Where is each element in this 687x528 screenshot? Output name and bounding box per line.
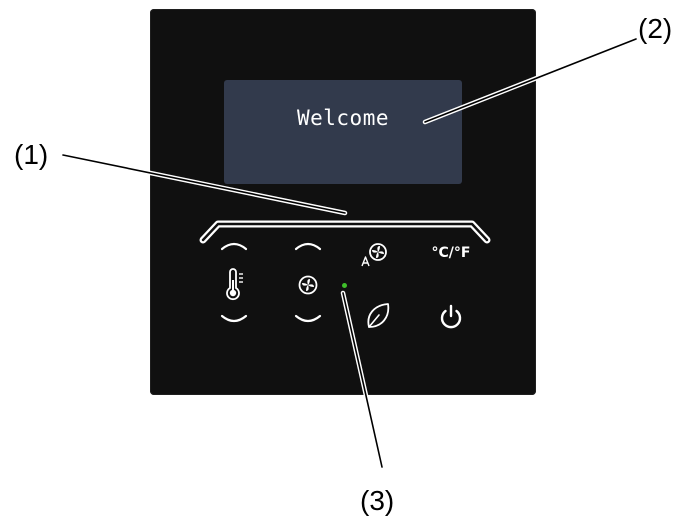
- fan-icon: [298, 275, 318, 295]
- control-panel: [150, 9, 536, 395]
- fan-down-chevron-icon[interactable]: [293, 312, 323, 328]
- temperature-up-chevron-icon[interactable]: [219, 237, 249, 253]
- unit-toggle-button[interactable]: °C/°F: [431, 245, 471, 261]
- display-text: Welcome: [296, 105, 389, 130]
- leaf-icon[interactable]: [364, 301, 392, 331]
- auto-fan-icon[interactable]: [360, 240, 390, 268]
- callout-label-2: (2): [638, 13, 673, 44]
- temperature-down-chevron-icon[interactable]: [219, 312, 249, 328]
- status-led: [342, 283, 347, 288]
- display-screen: [224, 80, 462, 184]
- callout-label-1: (1): [14, 139, 49, 170]
- callout-label-3: (3): [360, 485, 395, 516]
- thermometer-icon: [226, 268, 243, 301]
- power-icon[interactable]: [437, 303, 465, 331]
- fan-up-chevron-icon[interactable]: [293, 237, 323, 253]
